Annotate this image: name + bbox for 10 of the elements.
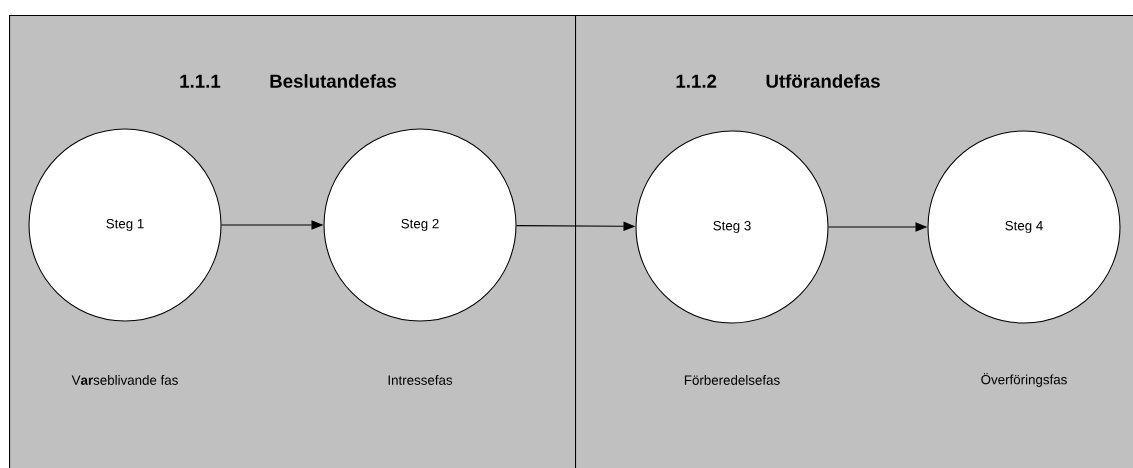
phase-label: Förberedelsefas bbox=[684, 375, 780, 385]
node-label: 1.1.1 bbox=[180, 74, 221, 88]
phase-label: Intressefas bbox=[388, 375, 453, 385]
node-label: Beslutandefas bbox=[270, 74, 397, 88]
section-heading: 1.1.2 Utförandefas bbox=[676, 74, 880, 88]
node-label: 1.1.2 bbox=[676, 74, 717, 88]
section-heading: 1.1.1 Beslutandefas bbox=[180, 74, 397, 88]
phase-label: Överföringsfas bbox=[981, 373, 1067, 387]
node-label: Utförandefas bbox=[766, 74, 880, 88]
phase-label: Varseblivande fas bbox=[71, 375, 178, 385]
